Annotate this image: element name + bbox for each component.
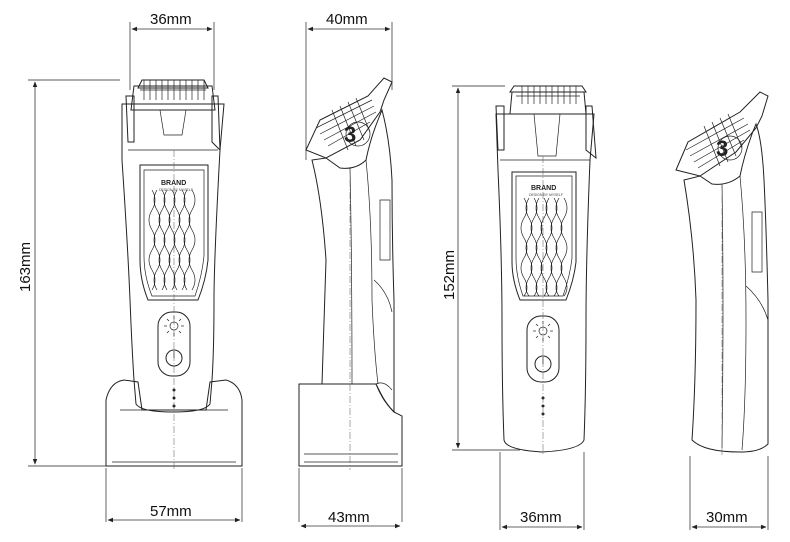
dim-side-top-width: 40mm — [326, 11, 368, 28]
trimmer-body — [121, 103, 225, 413]
grip-pattern — [148, 189, 196, 291]
dim-handheld-width: 36mm — [520, 509, 562, 526]
side-stand — [298, 383, 403, 467]
side-view-handheld: 3 30mm — [675, 91, 769, 530]
dim-front-base-width: 57mm — [150, 503, 192, 520]
front-view-handheld: BRAND DESIGN BY MYSELF 152mm 36mm — [441, 85, 597, 530]
side-body — [311, 108, 395, 414]
comb-attachment — [125, 79, 221, 152]
brand-label-2: BRAND — [531, 185, 556, 192]
dim-front-height: 163mm — [17, 242, 34, 292]
side-view-with-stand: 3 40mm 43mm — [298, 11, 403, 529]
brand-sub-label-2: DESIGN BY MYSELF — [529, 193, 563, 197]
brand-sub-label: DESIGN BY MYSELF — [159, 188, 193, 192]
front-view-with-stand: BRAND DESIGN BY MYSELF 36mm 163mm 57mm — [17, 11, 243, 523]
dim-front-top-width: 36mm — [150, 11, 192, 28]
dim-side-base-width: 43mm — [328, 509, 370, 526]
guide-number-2: 3 — [716, 136, 728, 161]
dim-handheld-height: 152mm — [441, 250, 458, 300]
side-comb-2 — [675, 91, 769, 177]
side-body-2 — [683, 122, 769, 453]
handheld-body — [495, 113, 595, 453]
side-comb — [305, 77, 393, 159]
dim-side-handheld-width: 30mm — [706, 509, 748, 526]
guide-number: 3 — [344, 122, 356, 147]
brand-label: BRAND — [161, 180, 186, 187]
